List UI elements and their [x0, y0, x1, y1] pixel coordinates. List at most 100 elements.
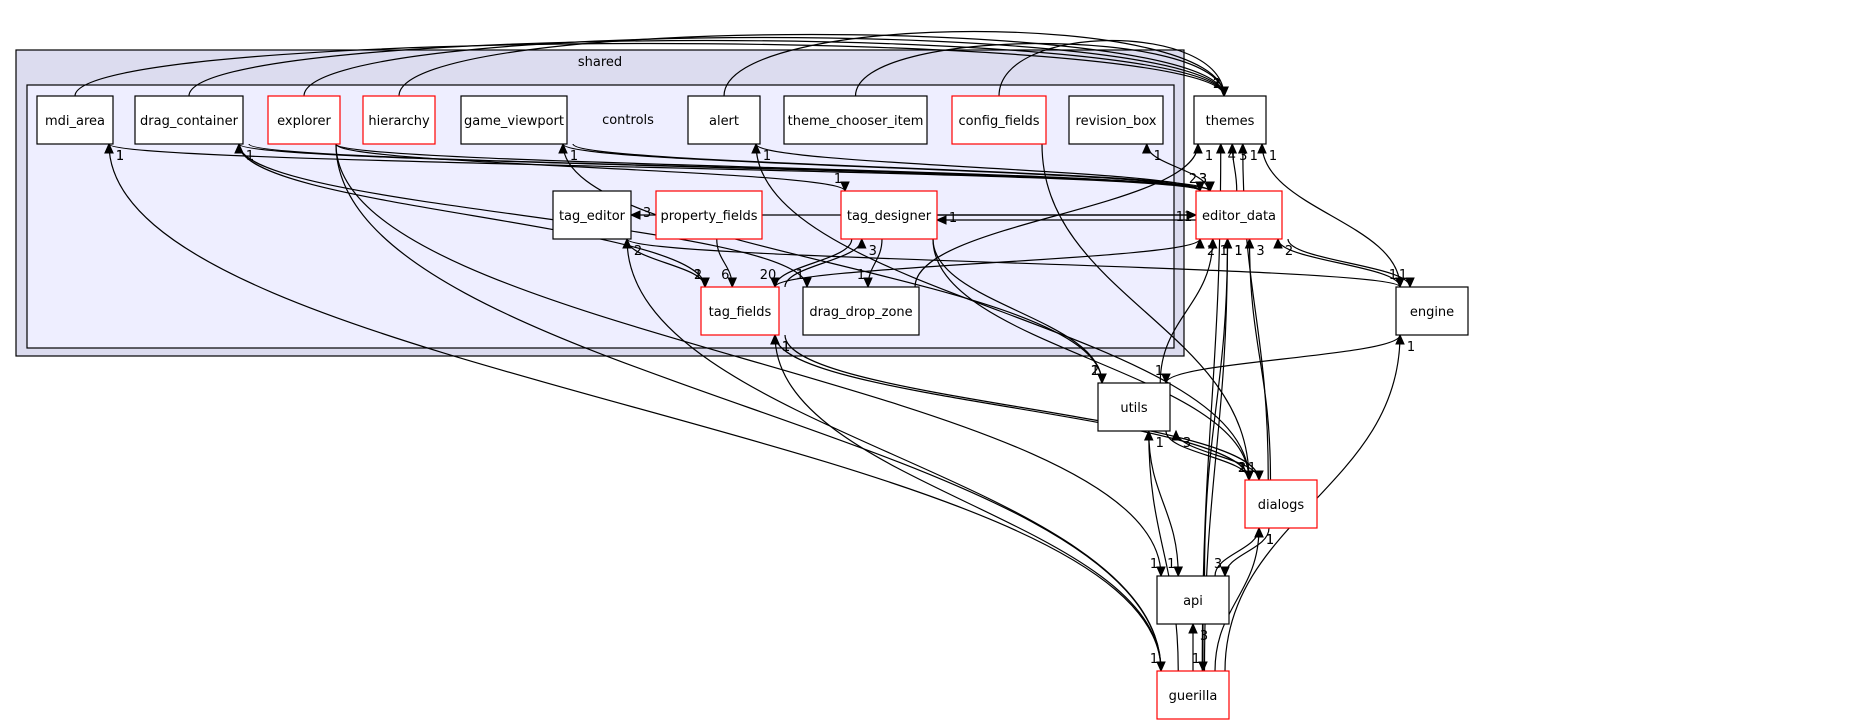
arrowhead — [622, 237, 632, 249]
edge-label: 1 — [1266, 533, 1274, 548]
edge-label: 1 — [1150, 652, 1158, 667]
arrowhead — [727, 277, 738, 289]
edge-path — [1148, 430, 1179, 672]
edge-path — [626, 238, 1401, 288]
node-drag-container[interactable]: drag_container — [134, 95, 244, 145]
node-label: config_fields — [958, 114, 1039, 129]
edge-label: 1 — [1213, 77, 1221, 92]
edge-path — [1041, 143, 1250, 481]
edge-tag_fields-to-dialogs — [784, 334, 1264, 482]
node-box — [951, 95, 1047, 145]
node-box — [1156, 670, 1230, 720]
node-label: engine — [1410, 305, 1454, 320]
edge-label: 1 — [763, 149, 771, 164]
arrowhead — [1405, 277, 1415, 289]
edge-label: 1 — [1234, 244, 1242, 259]
node-box — [1068, 95, 1164, 145]
node-revision-box[interactable]: revision_box — [1068, 95, 1164, 145]
node-engine[interactable]: engine — [1395, 286, 1469, 336]
arrowhead — [1237, 142, 1248, 154]
node-themes[interactable]: themes — [1193, 95, 1267, 145]
edge-path — [238, 143, 706, 288]
edge-utils-to-editor_data — [1159, 237, 1218, 384]
edge-label: 1 — [1234, 244, 1242, 259]
edge-tag_fields-to-tag_designer — [784, 237, 867, 288]
edge-path — [1165, 334, 1401, 384]
node-theme-chooser-item[interactable]: theme_chooser_item — [783, 95, 928, 145]
node-mdi-area[interactable]: mdi_area — [36, 95, 114, 145]
arrowhead — [104, 142, 114, 154]
node-box — [783, 95, 928, 145]
node-label: api — [1183, 594, 1203, 609]
arrowhead — [1188, 622, 1198, 634]
edge-path — [774, 334, 1250, 481]
edge-config_fields-to-dialogs — [1041, 143, 1254, 482]
edge-label: 1 — [1213, 77, 1221, 92]
edge-path — [755, 143, 1250, 481]
edge-label: 1 — [1192, 652, 1200, 667]
node-property-fields[interactable]: property_fields — [655, 190, 763, 240]
edge-label: 1 — [1238, 461, 1246, 476]
node-tag-editor[interactable]: tag_editor — [552, 190, 632, 240]
node-tag-fields[interactable]: tag_fields — [700, 286, 780, 336]
edge-label: 1 — [857, 268, 865, 283]
node-label: mdi_area — [45, 114, 105, 129]
edge-label: 1 — [1220, 244, 1228, 259]
edge-dialogs-to-api — [1220, 527, 1270, 578]
arrowhead — [1220, 566, 1230, 578]
node-utils[interactable]: utils — [1097, 382, 1171, 432]
arrowhead — [1193, 142, 1203, 154]
node-box — [1395, 286, 1469, 336]
arrowhead — [1156, 661, 1166, 673]
edge-path — [335, 143, 846, 192]
node-label: drag_drop_zone — [809, 305, 912, 320]
edge-editor_data-to-engine — [1287, 238, 1415, 289]
node-drag-drop-zone[interactable]: drag_drop_zone — [802, 286, 920, 336]
edge-label: 2 — [1285, 244, 1293, 259]
node-box — [36, 95, 114, 145]
arrowhead — [1219, 86, 1229, 98]
edge-dialogs-to-editor_data — [1244, 237, 1272, 481]
node-tag-designer[interactable]: tag_designer — [840, 190, 938, 240]
node-label: themes — [1206, 114, 1255, 129]
edge-tag_fields-to-editor_data — [774, 237, 1205, 288]
node-hierarchy[interactable]: hierarchy — [362, 95, 436, 145]
edge-label: 3 — [1199, 172, 1207, 187]
edge-label: 1 — [1213, 77, 1221, 92]
edge-path — [562, 143, 1103, 384]
node-box — [1156, 575, 1230, 625]
node-alert[interactable]: alert — [687, 95, 761, 145]
edge-label: 1 — [694, 268, 702, 283]
node-label: explorer — [277, 114, 331, 129]
arrowhead — [1161, 373, 1171, 385]
edge-label: 1 — [796, 268, 804, 283]
node-explorer[interactable]: explorer — [267, 95, 341, 145]
edge-dialogs-to-tag_fields — [770, 333, 1250, 481]
edge-path — [1214, 527, 1260, 672]
arrowhead — [1222, 237, 1233, 249]
node-editor-data[interactable]: editor_data — [1195, 190, 1283, 240]
edge-engine-to-themes — [1257, 142, 1401, 288]
arrowhead — [1207, 237, 1218, 249]
edge-label: 1 — [246, 149, 254, 164]
edge-path — [335, 143, 1162, 577]
edge-path — [998, 39, 1225, 97]
node-config-fields[interactable]: config_fields — [951, 95, 1047, 145]
node-box — [460, 95, 568, 145]
node-label: theme_chooser_item — [788, 114, 924, 129]
edge-label: 3 — [643, 206, 651, 221]
edge-label: 1 — [1238, 461, 1246, 476]
node-api[interactable]: api — [1156, 575, 1230, 625]
edge-label: 1 — [834, 172, 842, 187]
edge-label: 2 — [694, 268, 702, 283]
node-dialogs[interactable]: dialogs — [1244, 479, 1318, 529]
node-guerilla[interactable]: guerilla — [1156, 670, 1230, 720]
edge-label: 2 — [1238, 461, 1246, 476]
node-game-viewport[interactable]: game_viewport — [460, 95, 568, 145]
node-label: tag_fields — [709, 305, 772, 320]
edge-path — [74, 42, 1225, 97]
edge-label: 1 — [1156, 436, 1164, 451]
arrowhead — [1257, 142, 1267, 154]
edge-path — [572, 143, 1211, 192]
